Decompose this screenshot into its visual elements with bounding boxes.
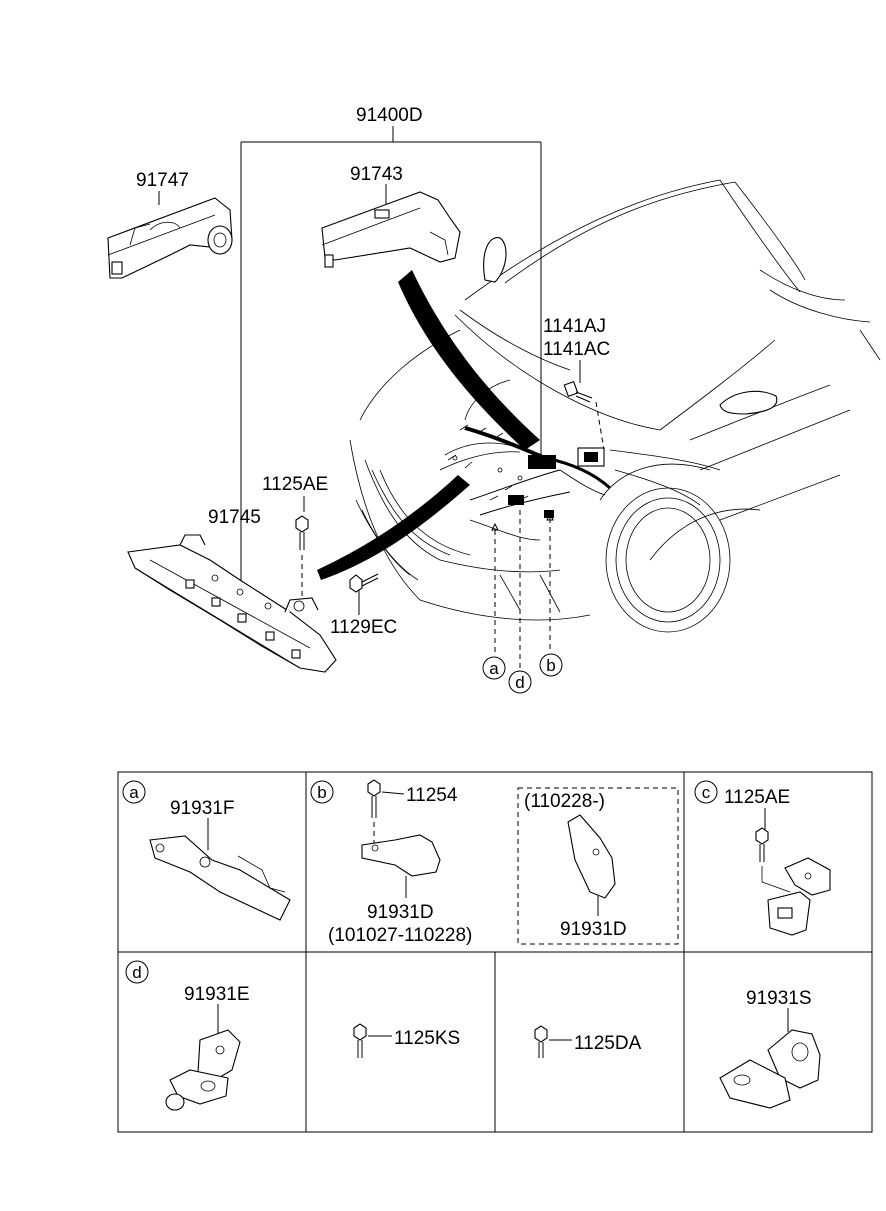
- label-1125ae-c: 1125AE: [724, 787, 790, 808]
- label-91745: 91745: [208, 507, 261, 528]
- label-1141aj: 1141AJ: [543, 316, 606, 337]
- svg-text:d: d: [132, 963, 141, 982]
- cell-1125ks: 1125KS: [353, 1023, 460, 1058]
- cell-91931s: 91931S: [719, 988, 821, 1109]
- callout-d: d: [508, 670, 532, 694]
- svg-text:c: c: [702, 783, 711, 802]
- label-91931d-variant: 91931D: [560, 919, 627, 940]
- wiring-harness: [439, 424, 612, 518]
- cell-c: c 1125AE: [694, 780, 831, 936]
- svg-text:b: b: [546, 656, 555, 675]
- label-1125ks: 1125KS: [394, 1028, 460, 1049]
- callout-leaders: [491, 510, 554, 668]
- label-91931d: 91931D: [367, 902, 434, 923]
- svg-text:a: a: [489, 659, 499, 678]
- bracket-91743: [321, 191, 461, 268]
- callout-a: a: [482, 656, 506, 680]
- callout-b: b: [539, 653, 563, 677]
- svg-text:b: b: [317, 783, 326, 802]
- label-91931s: 91931S: [746, 988, 812, 1009]
- label-range-101027: (101027-110228): [328, 925, 472, 946]
- label-1125da: 1125DA: [574, 1033, 642, 1054]
- bolt-1141-icon: [563, 380, 605, 451]
- bracket-91747: [107, 197, 233, 279]
- label-range-110228: (110228-): [524, 791, 605, 812]
- label-91931e: 91931E: [184, 984, 250, 1005]
- svg-text:d: d: [515, 673, 524, 692]
- label-91931f: 91931F: [170, 798, 234, 819]
- cell-1125da: 1125DA: [534, 1025, 642, 1058]
- label-91747: 91747: [136, 170, 189, 191]
- svg-text:a: a: [129, 783, 139, 802]
- bolt-1129ec-icon: [349, 573, 379, 593]
- label-11254: 11254: [406, 785, 458, 806]
- cell-a: a 91931F: [122, 780, 291, 921]
- harness-bracket-lines: [158, 126, 581, 615]
- harness-pointer-upper: [398, 270, 540, 450]
- label-1125ae: 1125AE: [262, 474, 328, 495]
- label-1129ec: 1129EC: [330, 617, 397, 638]
- harness-pointer-lower: [317, 475, 470, 580]
- label-91400d: 91400D: [356, 105, 423, 126]
- carrier-91745: [127, 534, 337, 673]
- label-91743: 91743: [350, 164, 403, 185]
- label-1141ac: 1141AC: [543, 339, 610, 360]
- cell-b: b 11254 91931D (101027-110228) (110228-)…: [310, 779, 679, 946]
- bolt-1125ae-icon: [295, 515, 309, 598]
- cell-d: d 91931E: [125, 960, 250, 1111]
- detail-table: [117, 771, 873, 1133]
